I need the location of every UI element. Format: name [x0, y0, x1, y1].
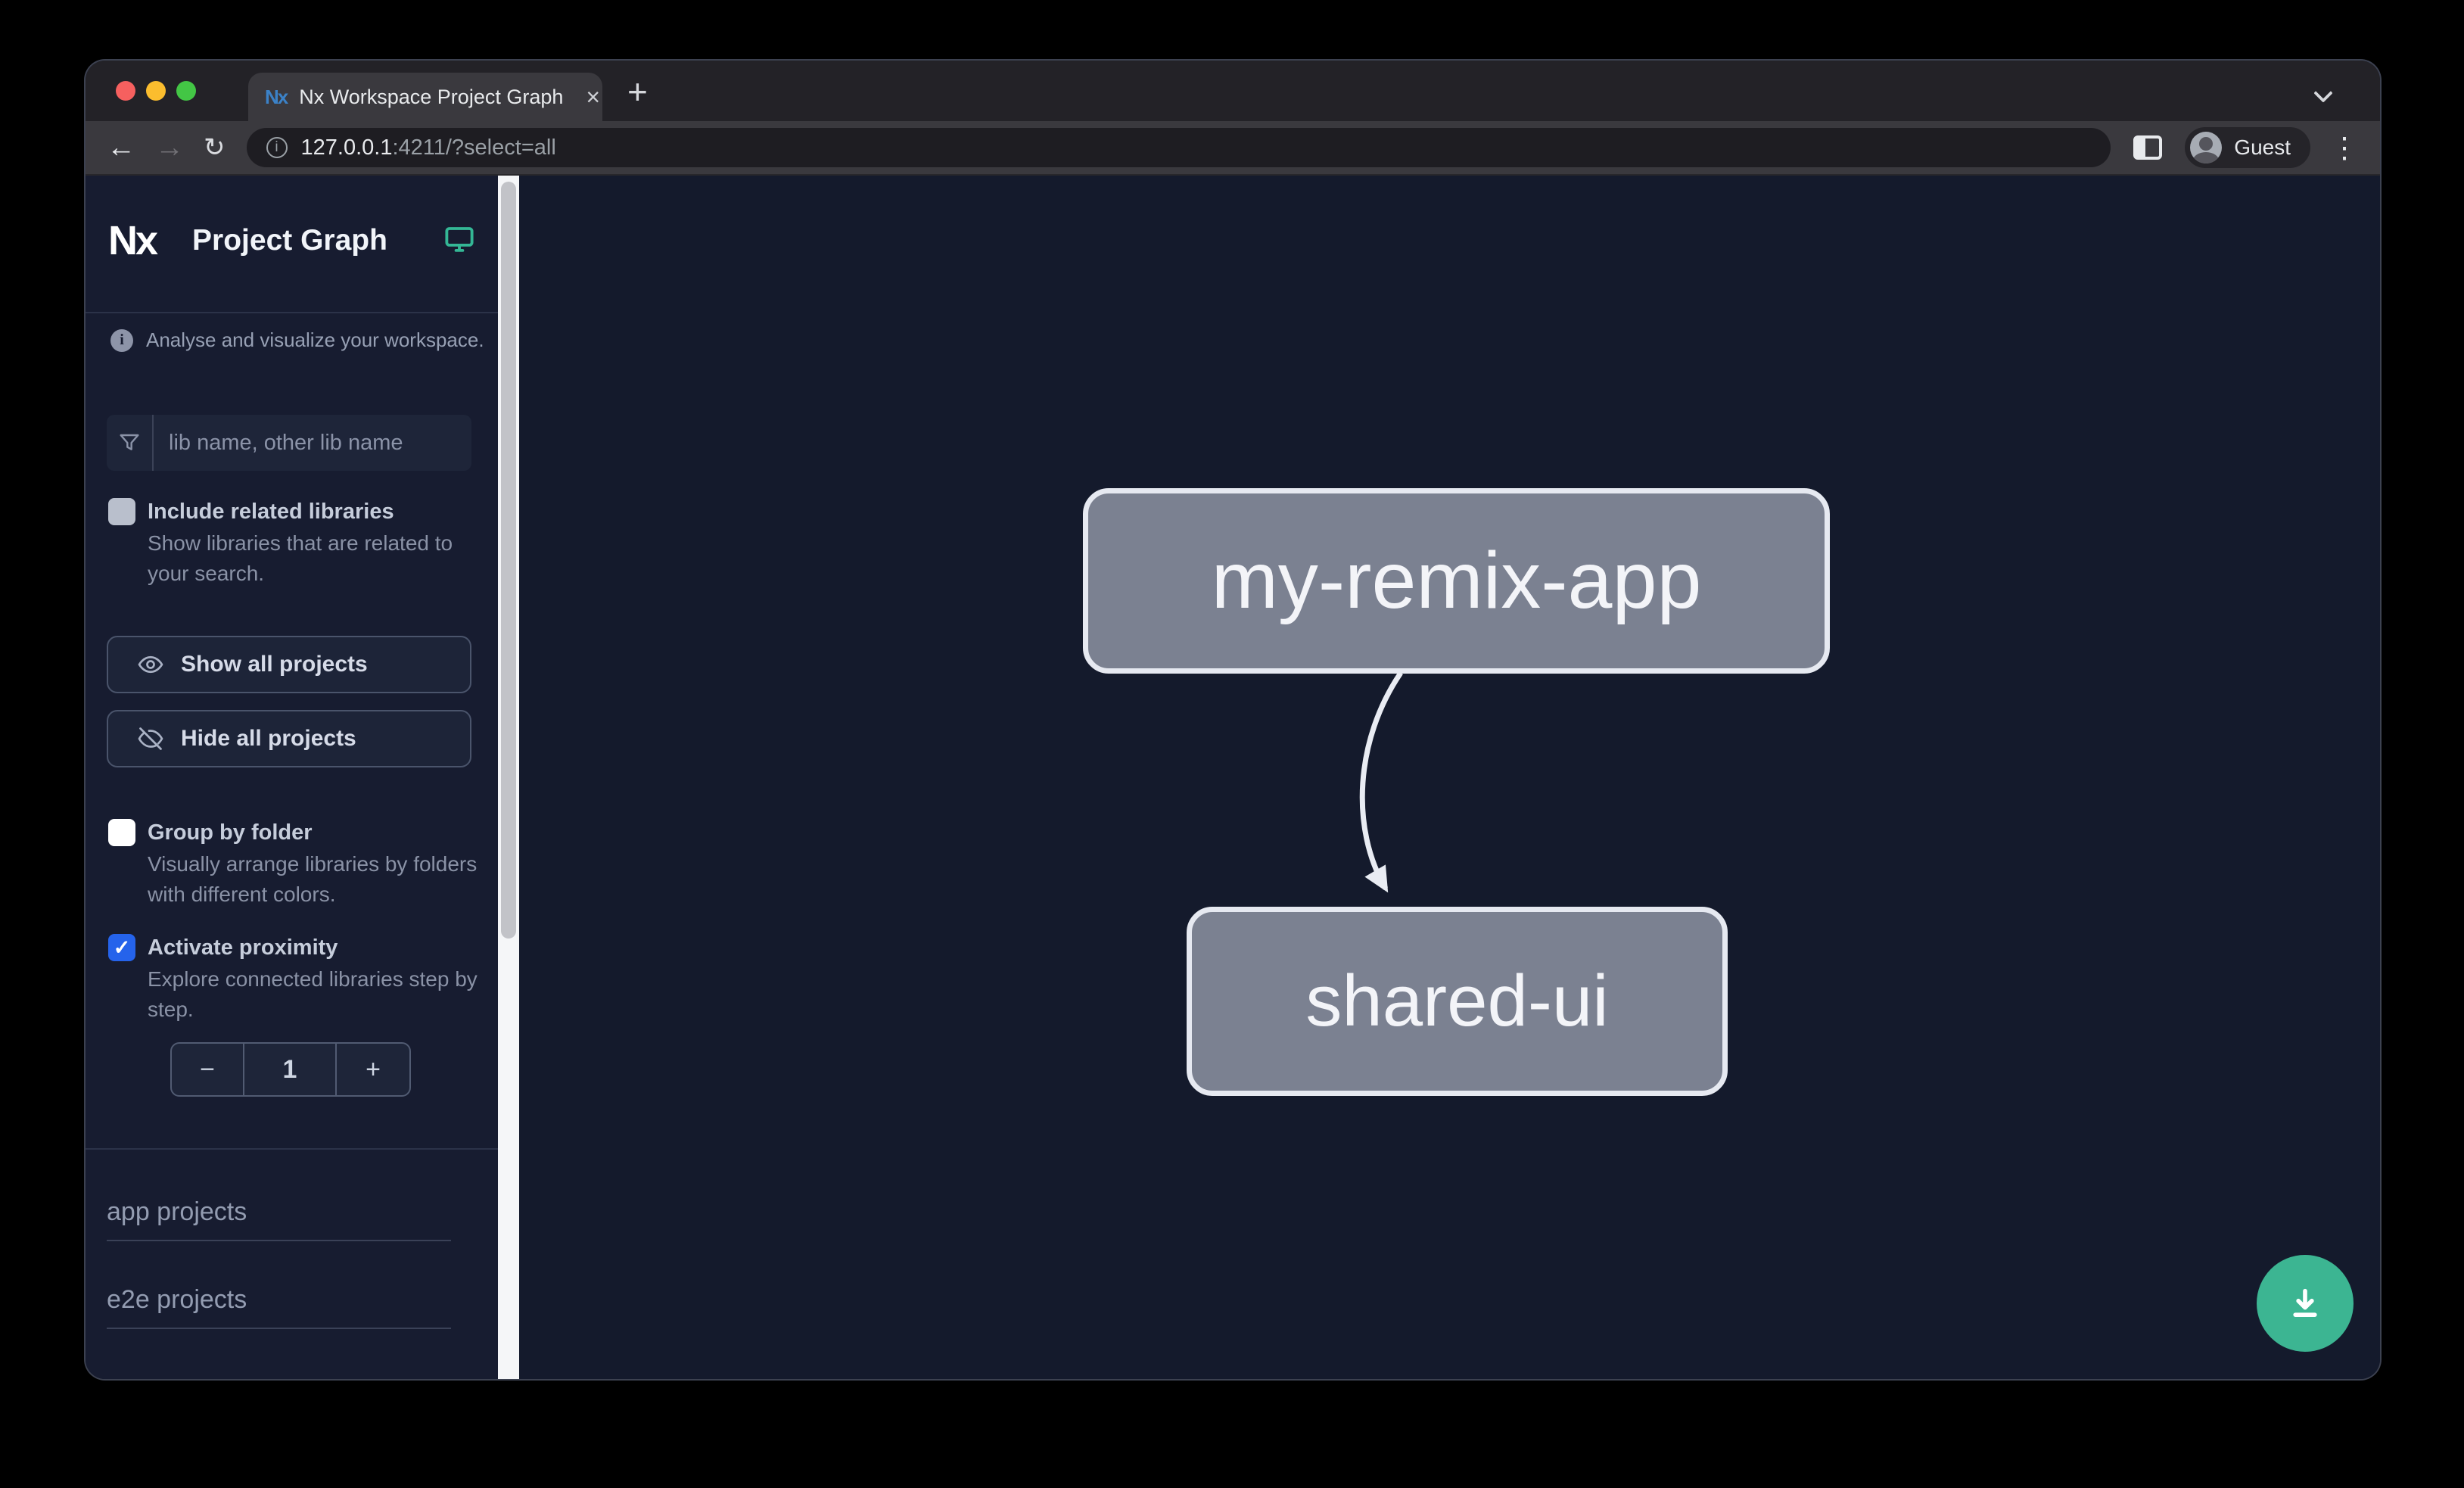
tagline-row: i Analyse and visualize your workspace. — [110, 328, 484, 352]
show-all-projects-button[interactable]: Show all projects — [107, 636, 471, 693]
sidebar-header: Nx Project Graph — [108, 212, 475, 269]
option-label: Group by folder — [148, 820, 313, 845]
close-window-button[interactable] — [116, 81, 135, 101]
section-e2e-projects: e2e projects — [107, 1285, 247, 1314]
address-bar[interactable]: i 127.0.0.1:4211/?select=all — [246, 128, 2111, 167]
option-description: Visually arrange libraries by folders wi… — [148, 852, 478, 906]
tab-title: Nx Workspace Project Graph — [299, 85, 564, 108]
browser-window: Nx Nx Workspace Project Graph × + ← → ↻ … — [86, 61, 2380, 1379]
reload-button[interactable]: ↻ — [204, 133, 226, 162]
node-label: my-remix-app — [1211, 536, 1702, 625]
graph-canvas[interactable]: my-remix-app shared-ui — [519, 176, 2380, 1379]
checkbox-group-by-folder[interactable] — [108, 819, 135, 846]
browser-tab[interactable]: Nx Nx Workspace Project Graph × — [248, 73, 602, 121]
hide-all-projects-button[interactable]: Hide all projects — [107, 710, 471, 767]
maximize-window-button[interactable] — [176, 81, 196, 101]
button-label: Show all projects — [181, 652, 368, 677]
search-box — [107, 415, 471, 471]
tab-search-chevron-icon[interactable] — [2313, 83, 2333, 103]
group-by-folder-option: Group by folder Visually arrange librari… — [108, 817, 484, 910]
new-tab-button[interactable]: + — [627, 72, 648, 111]
section-app-projects: app projects — [107, 1197, 247, 1226]
section-divider — [107, 1328, 451, 1329]
browser-toolbar: ← → ↻ i 127.0.0.1:4211/?select=all Guest… — [86, 121, 2380, 176]
filter-icon — [107, 415, 154, 471]
download-icon — [2293, 1288, 2317, 1317]
page-content: Nx Project Graph i Analyse and visualize… — [86, 176, 2380, 1379]
proximity-value: 1 — [244, 1044, 337, 1095]
back-button[interactable]: ← — [107, 132, 135, 163]
option-description: Explore connected libraries step by step… — [148, 967, 478, 1021]
url-host: 127.0.0.1 — [300, 135, 393, 160]
nx-favicon-icon: Nx — [265, 85, 288, 108]
tab-close-icon[interactable]: × — [586, 83, 601, 111]
download-graph-button[interactable] — [2257, 1255, 2354, 1352]
dependency-edge — [1359, 671, 1403, 893]
proximity-stepper: − 1 + — [170, 1042, 411, 1097]
sidebar: Nx Project Graph i Analyse and visualize… — [86, 176, 498, 1379]
minimize-window-button[interactable] — [146, 81, 166, 101]
decrement-button[interactable]: − — [172, 1044, 244, 1095]
checkbox-include-related[interactable] — [108, 498, 135, 525]
graph-node-my-remix-app[interactable]: my-remix-app — [1083, 488, 1830, 674]
search-input[interactable] — [154, 430, 471, 456]
checkbox-activate-proximity[interactable]: ✓ — [108, 934, 135, 961]
button-label: Hide all projects — [181, 726, 356, 751]
tagline-text: Analyse and visualize your workspace. — [146, 328, 484, 351]
page-title: Project Graph — [192, 224, 387, 257]
sidebar-scrollbar[interactable] — [498, 176, 519, 1379]
url-path: :4211/?select=all — [392, 135, 556, 160]
window-controls — [116, 81, 196, 101]
divider — [86, 1148, 498, 1150]
section-divider — [107, 1240, 451, 1241]
checkmark-icon: ✓ — [113, 935, 131, 959]
avatar-icon — [2190, 132, 2223, 163]
profile-label: Guest — [2234, 135, 2291, 159]
activate-proximity-option: ✓ Activate proximity Explore connected l… — [108, 932, 484, 1025]
tab-strip: Nx Nx Workspace Project Graph × + — [86, 61, 2380, 121]
scrollbar-thumb[interactable] — [501, 182, 516, 939]
site-info-icon[interactable]: i — [266, 137, 288, 158]
nx-logo: Nx — [108, 218, 158, 263]
browser-menu-icon[interactable]: ⋮ — [2330, 132, 2359, 164]
option-label: Include related libraries — [148, 500, 394, 524]
option-description: Show libraries that are related to your … — [148, 531, 453, 585]
profile-button[interactable]: Guest — [2185, 127, 2310, 168]
increment-button[interactable]: + — [366, 1054, 381, 1084]
side-panel-icon[interactable] — [2133, 135, 2163, 160]
divider — [86, 312, 498, 313]
include-related-option: Include related libraries Show libraries… — [108, 497, 484, 589]
monitor-icon[interactable] — [443, 223, 475, 259]
info-icon: i — [110, 328, 133, 352]
node-label: shared-ui — [1305, 960, 1609, 1041]
option-label: Activate proximity — [148, 935, 338, 960]
graph-node-shared-ui[interactable]: shared-ui — [1187, 907, 1728, 1096]
eye-icon — [138, 655, 163, 674]
forward-button[interactable]: → — [155, 132, 184, 163]
eye-off-icon — [138, 727, 163, 750]
